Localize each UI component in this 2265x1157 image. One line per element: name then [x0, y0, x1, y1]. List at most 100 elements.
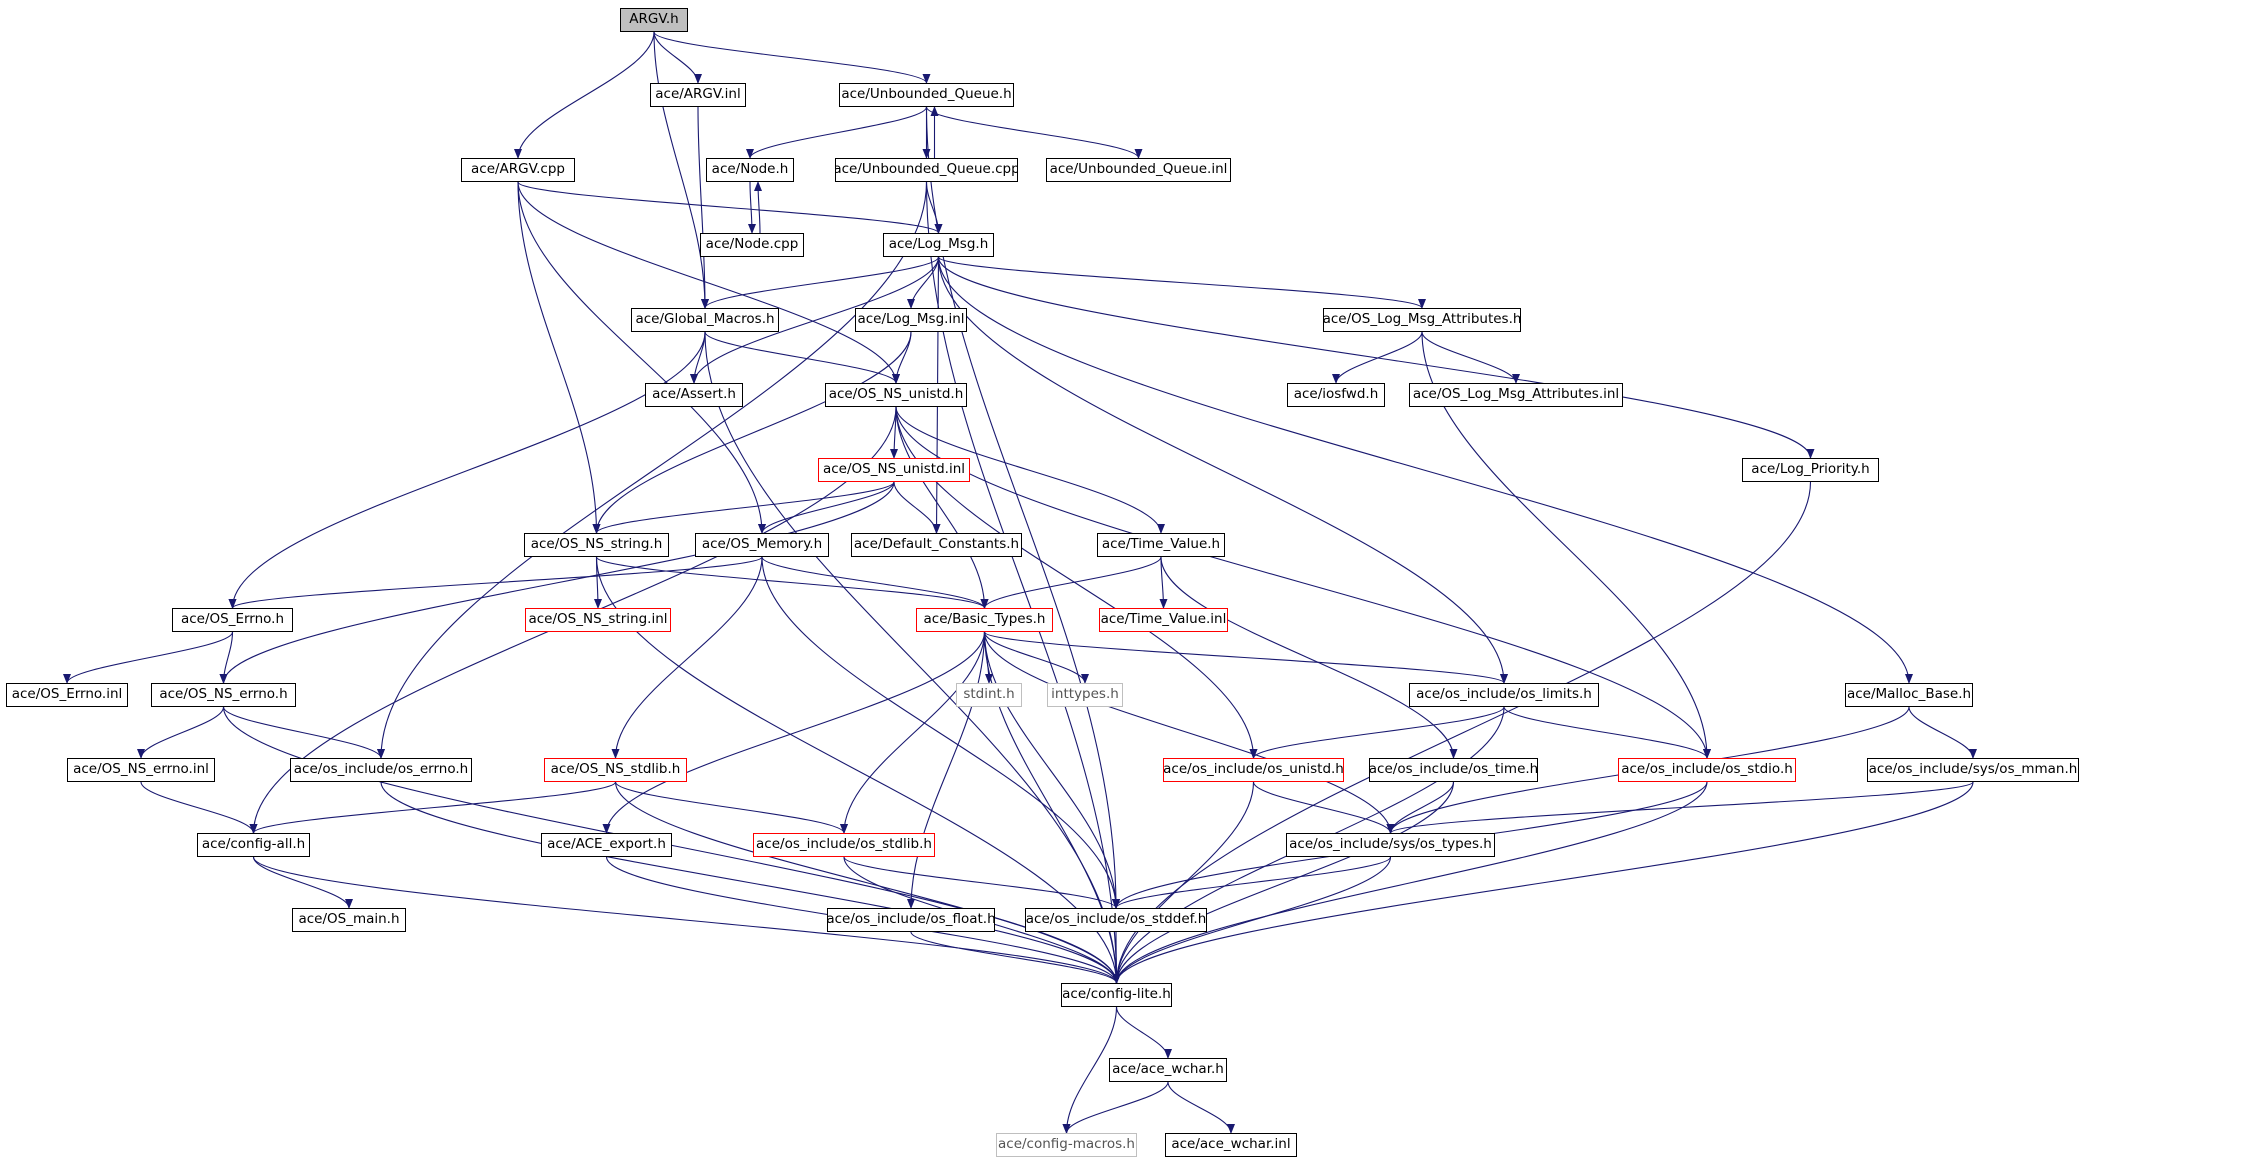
edge-argv-h-to-globmac-h	[653, 31, 709, 309]
edge-configall-h-to-configlite-h	[252, 856, 1121, 984]
edge-basictypes-h-to-configlite-h	[983, 631, 1121, 984]
node-label: ARGV.h	[629, 11, 679, 28]
node-globmac-h[interactable]: ace/Global_Macros.h	[631, 308, 779, 332]
edge-unbq-cpp-to-configlite-h	[925, 181, 1121, 984]
node-oslma-inl[interactable]: ace/OS_Log_Msg_Attributes.inl	[1409, 383, 1623, 407]
edge-timeval-h-to-basictypes-h	[980, 556, 1162, 609]
node-oserrno-h[interactable]: ace/OS_Errno.h	[172, 608, 293, 632]
node-label: ace/Basic_Types.h	[923, 611, 1046, 628]
node-inttypes-h[interactable]: inttypes.h	[1047, 683, 1123, 707]
node-node-h[interactable]: ace/Node.h	[706, 158, 794, 182]
node-aceexport-h[interactable]: ace/ACE_export.h	[541, 833, 672, 857]
node-logmsg-h[interactable]: ace/Log_Msg.h	[883, 233, 994, 257]
edge-osstdlib-h-to-osstddef-h	[843, 856, 1120, 909]
edge-logprio-h-to-configlite-h	[1112, 481, 1812, 984]
node-assert-h[interactable]: ace/Assert.h	[645, 383, 743, 407]
edge-basictypes-h-to-osfloat-h	[907, 631, 986, 909]
node-osstdio-h[interactable]: ace/os_include/os_stdio.h	[1618, 758, 1796, 782]
node-oserrno-os-h[interactable]: ace/os_include/os_errno.h	[290, 758, 472, 782]
node-iosfwd-h[interactable]: ace/iosfwd.h	[1287, 383, 1385, 407]
node-acewchar-h[interactable]: ace/ace_wchar.h	[1109, 1058, 1227, 1082]
node-label: ace/Unbounded_Queue.h	[841, 86, 1012, 103]
edge-logmsg-inl-to-osnsstring-h	[592, 331, 912, 534]
edge-ostime-h-to-configlite-h	[1112, 781, 1455, 984]
node-argv-cpp[interactable]: ace/ARGV.cpp	[461, 158, 575, 182]
node-label: ace/OS_Errno.inl	[11, 686, 123, 703]
edge-logmsg-h-to-oslma-h	[937, 256, 1426, 309]
node-argv-h[interactable]: ARGV.h	[620, 8, 688, 32]
node-osmain-h[interactable]: ace/OS_main.h	[292, 908, 406, 932]
node-configall-h[interactable]: ace/config-all.h	[197, 833, 310, 857]
node-mallocbase-h[interactable]: ace/Malloc_Base.h	[1845, 683, 1973, 707]
edge-osnsstring-h-to-basictypes-h	[595, 556, 989, 609]
node-osnserrno-inl[interactable]: ace/OS_NS_errno.inl	[67, 758, 215, 782]
node-label: ace/OS_NS_errno.h	[159, 686, 288, 703]
node-osstddef-h[interactable]: ace/os_include/os_stddef.h	[1025, 908, 1207, 932]
node-osnserrno-h[interactable]: ace/OS_NS_errno.h	[151, 683, 296, 707]
node-oslma-h[interactable]: ace/OS_Log_Msg_Attributes.h	[1323, 308, 1521, 332]
edge-basictypes-h-to-aceexport-h	[602, 631, 986, 834]
node-osstdlib-h[interactable]: ace/os_include/os_stdlib.h	[753, 833, 935, 857]
node-configmacros-h[interactable]: ace/config-macros.h	[996, 1133, 1137, 1157]
node-timeval-h[interactable]: ace/Time_Value.h	[1097, 533, 1225, 557]
node-logmsg-inl[interactable]: ace/Log_Msg.inl	[855, 308, 967, 332]
node-logprio-h[interactable]: ace/Log_Priority.h	[1742, 458, 1879, 482]
node-label: ace/os_include/os_unistd.h	[1163, 761, 1344, 778]
edge-node-h-to-node-cpp	[747, 181, 756, 234]
edge-osmemory-h-to-oserrno-h	[228, 556, 763, 609]
node-osmemory-h[interactable]: ace/OS_Memory.h	[695, 533, 829, 557]
node-oslimits-h[interactable]: ace/os_include/os_limits.h	[1409, 683, 1599, 707]
edge-globmac-h-to-assert-h	[690, 331, 706, 384]
node-label: ace/Malloc_Base.h	[1846, 686, 1972, 703]
node-ostime-h[interactable]: ace/os_include/os_time.h	[1369, 758, 1538, 782]
edge-osnsstdlib-h-to-osstdlib-h	[614, 781, 848, 834]
edge-osnsstdlib-h-to-configall-h	[249, 781, 617, 834]
node-osnsunistd-h[interactable]: ace/OS_NS_unistd.h	[825, 383, 967, 407]
node-label: ace/ace_wchar.inl	[1171, 1136, 1291, 1153]
node-ostypes-h[interactable]: ace/os_include/sys/os_types.h	[1286, 833, 1495, 857]
edge-logmsg-h-to-globmac-h	[701, 256, 940, 309]
node-osnsstring-h[interactable]: ace/OS_NS_string.h	[524, 533, 669, 557]
node-label: ace/Log_Msg.inl	[857, 311, 965, 328]
node-label: ace/Unbounded_Queue.inl	[1049, 161, 1228, 178]
edge-basictypes-h-to-oslimits-h	[983, 631, 1508, 684]
node-osmman-h[interactable]: ace/os_include/sys/os_mman.h	[1867, 758, 2079, 782]
node-label: ace/OS_NS_unistd.h	[828, 386, 964, 403]
node-unbq-inl[interactable]: ace/Unbounded_Queue.inl	[1046, 158, 1231, 182]
edge-argv-inl-to-globmac-h	[697, 106, 709, 309]
node-label: ace/Assert.h	[652, 386, 736, 403]
edge-node-cpp-to-node-h	[754, 181, 763, 234]
edge-argv-h-to-argv-cpp	[514, 31, 655, 159]
node-timeval-inl[interactable]: ace/Time_Value.inl	[1099, 608, 1228, 632]
node-osnsunistd-inl[interactable]: ace/OS_NS_unistd.inl	[818, 458, 970, 482]
node-unbq-h[interactable]: ace/Unbounded_Queue.h	[839, 83, 1014, 107]
node-label: ace/ACE_export.h	[547, 836, 666, 853]
node-osnsstdlib-h[interactable]: ace/OS_NS_stdlib.h	[544, 758, 687, 782]
edge-osnsunistd-h-to-timeval-h	[895, 406, 1165, 534]
node-osfloat-h[interactable]: ace/os_include/os_float.h	[827, 908, 995, 932]
node-unbq-cpp[interactable]: ace/Unbounded_Queue.cpp	[835, 158, 1018, 182]
node-osnsstring-inl[interactable]: ace/OS_NS_string.inl	[525, 608, 671, 632]
node-oserrno-inl[interactable]: ace/OS_Errno.inl	[6, 683, 128, 707]
edge-logmsg-h-to-logprio-h	[937, 256, 1815, 459]
edge-osnserrno-h-to-oserrno-os-h	[222, 706, 385, 759]
edge-unbq-cpp-to-oserrno-os-h	[377, 181, 928, 759]
node-osunistd-h[interactable]: ace/os_include/os_unistd.h	[1163, 758, 1344, 782]
node-label: stdint.h	[963, 686, 1015, 703]
edge-argv-cpp-to-osmemory-h	[517, 181, 766, 534]
node-stdint-h[interactable]: stdint.h	[956, 683, 1022, 707]
node-node-cpp[interactable]: ace/Node.cpp	[700, 233, 804, 257]
node-acewchar-inl[interactable]: ace/ace_wchar.inl	[1165, 1133, 1297, 1157]
edge-globmac-h-to-oserrno-h	[228, 331, 706, 609]
node-defconst-h[interactable]: ace/Default_Constants.h	[851, 533, 1022, 557]
node-label: ace/os_include/os_stdlib.h	[756, 836, 932, 853]
node-label: ace/Time_Value.h	[1101, 536, 1221, 553]
edge-globmac-h-to-osnsunistd-h	[704, 331, 900, 384]
node-basictypes-h[interactable]: ace/Basic_Types.h	[916, 608, 1053, 632]
node-configlite-h[interactable]: ace/config-lite.h	[1061, 983, 1172, 1007]
node-argv-inl[interactable]: ace/ARGV.inl	[650, 83, 746, 107]
edge-osnsunistd-inl-to-osnserrno-h	[219, 481, 895, 684]
edge-unbq-h-to-unbq-inl	[925, 106, 1143, 159]
edge-osnsunistd-h-to-basictypes-h	[895, 406, 989, 609]
edge-osmemory-h-to-basictypes-h	[761, 556, 989, 609]
